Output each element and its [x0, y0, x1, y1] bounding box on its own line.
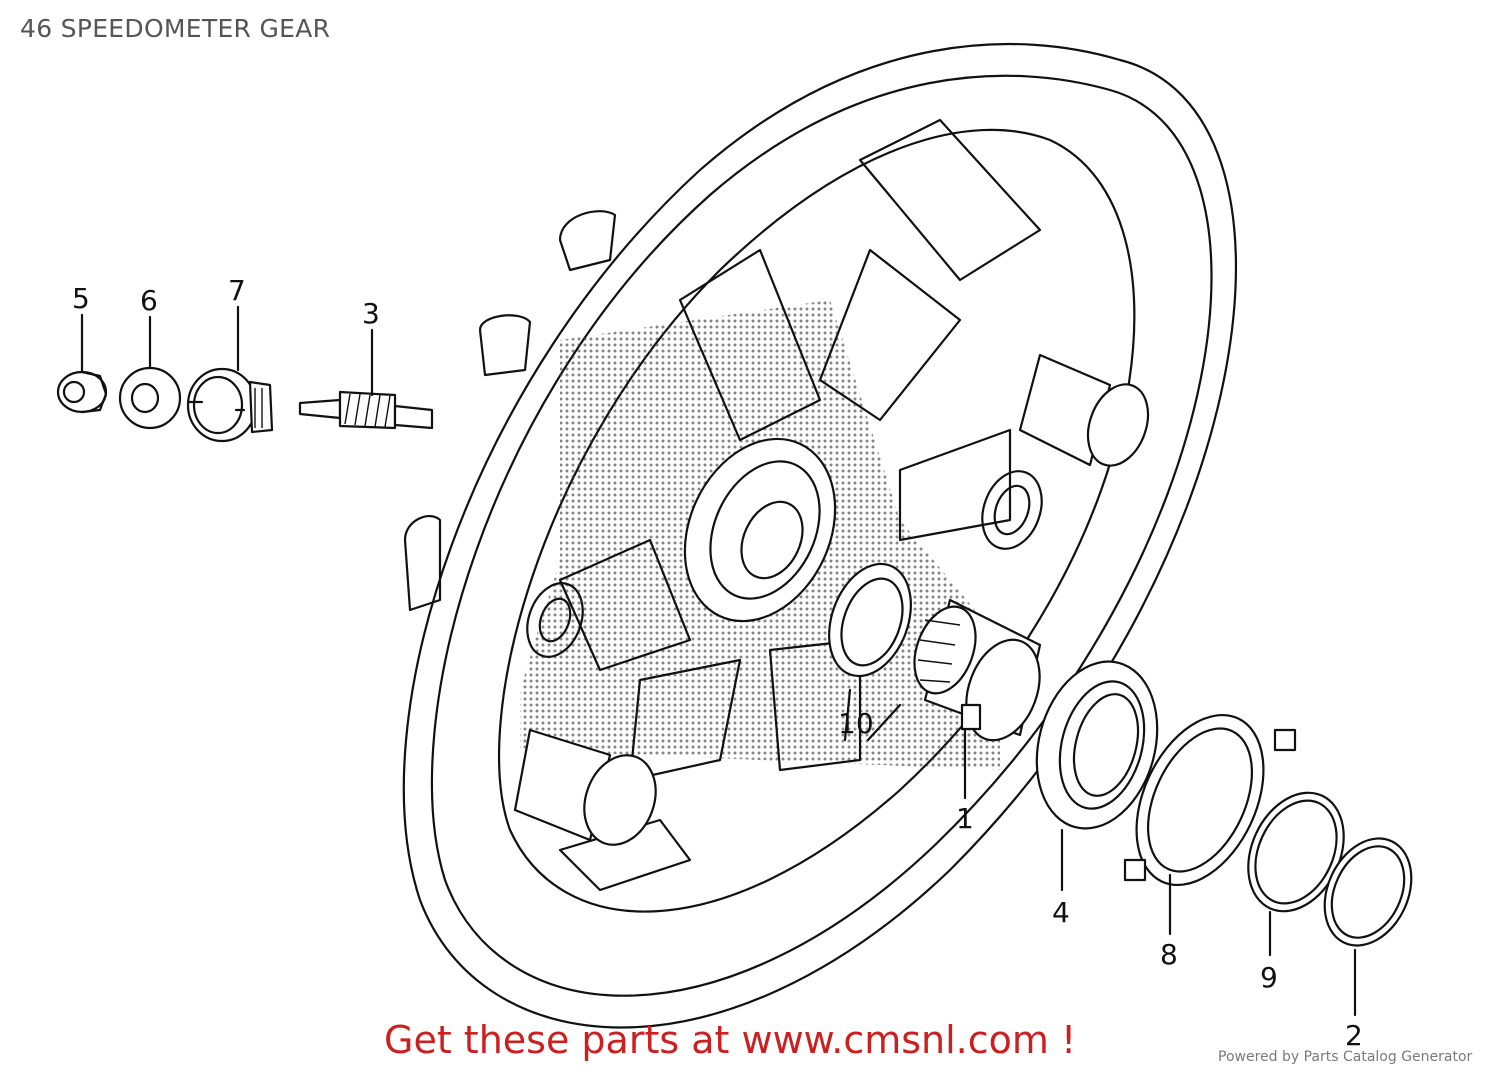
diagram-title: 46 SPEEDOMETER GEAR [20, 14, 331, 43]
part-2-circlip[interactable] [1308, 824, 1428, 959]
part-7-bushing[interactable] [186, 367, 274, 443]
part-8-retainer[interactable] [1111, 695, 1297, 905]
part-9-ring[interactable] [1230, 777, 1362, 927]
callout-7: 7 [228, 274, 246, 307]
leader-lines [80, 305, 1357, 1017]
part-5-nut[interactable] [56, 370, 108, 414]
callout-3: 3 [362, 297, 380, 330]
part-4-oil-seal[interactable] [1019, 648, 1175, 842]
callout-5: 5 [72, 282, 90, 315]
callout-6: 6 [140, 284, 158, 317]
callout-4: 4 [1052, 896, 1070, 929]
callout-1: 1 [956, 802, 974, 835]
callout-8: 8 [1160, 938, 1178, 971]
part-6-washer[interactable] [118, 366, 182, 430]
powered-by-credit: Powered by Parts Catalog Generator [1218, 1049, 1473, 1065]
callout-10: 10 [838, 707, 874, 740]
wheel-hub [402, 42, 1238, 1029]
part-3-gear-shaft[interactable] [298, 390, 434, 430]
callout-2: 2 [1345, 1019, 1363, 1052]
callout-9: 9 [1260, 961, 1278, 994]
cmsnl-promo-link[interactable]: Get these parts at www.cmsnl.com ! [384, 1018, 1077, 1062]
